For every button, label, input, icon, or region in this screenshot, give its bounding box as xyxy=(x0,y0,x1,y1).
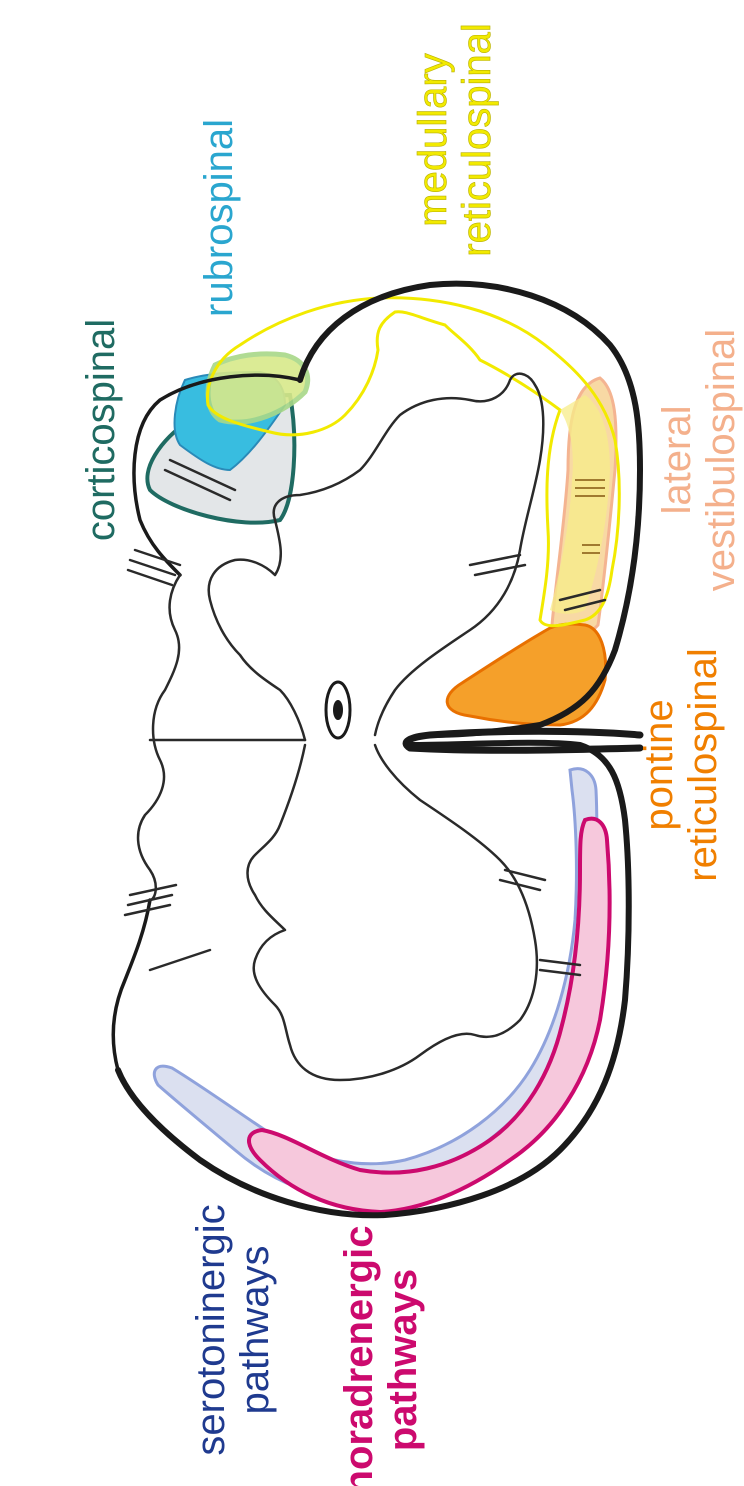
label-rubrospinal: rubrospinal xyxy=(197,119,241,317)
label-pontine-line1: pontine xyxy=(637,699,681,830)
label-noradrenergic-line2: pathways xyxy=(381,1269,425,1451)
label-medullary-line1: medullary xyxy=(411,53,455,226)
label-noradrenergic-line1: noradrenergic xyxy=(337,1226,381,1486)
dorsal-rootlets-lower xyxy=(125,885,210,970)
label-serotoninergic-line1: serotoninergic xyxy=(189,1204,233,1455)
dorsal-columns-outline xyxy=(138,575,180,900)
label-serotoninergic-line2: pathways xyxy=(233,1246,277,1415)
ventral-rootlets-lower xyxy=(500,870,580,975)
pontine-reticulospinal-region xyxy=(447,624,605,725)
label-corticospinal: corticospinal xyxy=(79,319,123,541)
label-lateral-line1: lateral xyxy=(655,406,699,515)
label-pontine-line2: reticulospinal xyxy=(681,648,725,881)
label-lateral-line2: vestibulospinal xyxy=(699,329,743,591)
central-canal-inner xyxy=(333,700,343,720)
label-medullary-line2: reticulospinal xyxy=(455,23,499,256)
